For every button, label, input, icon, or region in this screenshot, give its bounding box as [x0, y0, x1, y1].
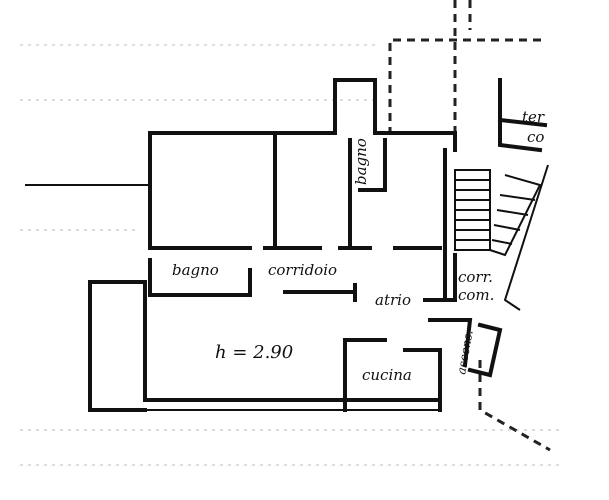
background-dotted-lines: [20, 44, 560, 466]
ceiling-height-label: h = 2.90: [215, 342, 293, 363]
atrio-label: atrio: [375, 291, 411, 309]
corr-label: corr.: [458, 268, 493, 286]
com-partial-label: co: [527, 128, 544, 146]
terrazzo-partial-label: ter: [522, 108, 545, 126]
bagno-label: bagno: [172, 261, 219, 279]
stairs: [454, 164, 549, 311]
walls: [88, 78, 548, 412]
com-label: com.: [458, 286, 494, 304]
corridoio-label: corridoio: [268, 261, 337, 279]
cucina-label: cucina: [362, 366, 412, 384]
boundary-dashed-lines: [388, 0, 551, 452]
bagno-vertical-label: bagno: [352, 138, 370, 185]
ascensore-label: ascens.: [454, 329, 476, 376]
